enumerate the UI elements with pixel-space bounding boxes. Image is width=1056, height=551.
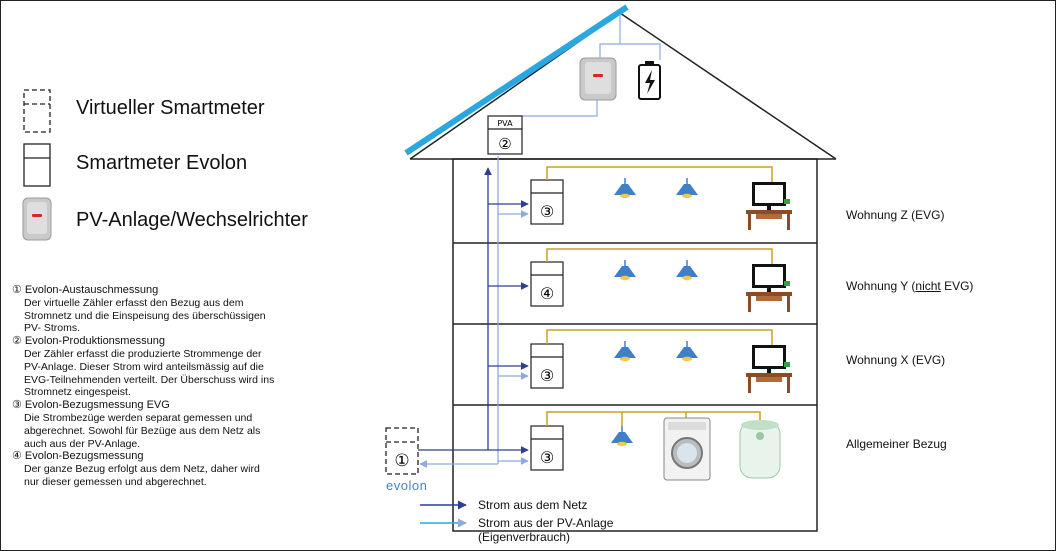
meter-number: ③ (540, 448, 554, 467)
lamp-icon (675, 259, 699, 281)
note-line: Der virtuelle Zähler erfasst den Bezug a… (24, 296, 244, 309)
tv-icon (746, 264, 792, 312)
floor-z-feed (488, 200, 529, 218)
note-line: auch aus der PV-Anlage. (24, 437, 141, 450)
inverter-icon (579, 57, 617, 101)
virtual-meter: ① (385, 427, 419, 475)
note-heading: ③ Evolon-Bezugsmessung EVG (12, 399, 170, 412)
water-heater-icon (739, 420, 781, 479)
note-heading: ① Evolon-Austauschmessung (12, 284, 159, 296)
tv-icon (746, 182, 792, 230)
note-line: abgerechnet. Sowohl für Bezüge aus dem N… (24, 424, 261, 437)
note-1: ① Evolon-Austauschmessung Der virtuelle … (12, 284, 352, 335)
label-wohnung-z: Wohnung Z (EVG) (846, 208, 945, 222)
pva-meter: PVA ② (487, 115, 523, 155)
meter-floor-general: ③ (530, 425, 564, 471)
note-line: PV- Stroms. (24, 322, 81, 335)
label-wohnung-x: Wohnung X (EVG) (846, 353, 946, 367)
pva-number: ② (498, 135, 511, 153)
legend-smartmeter: Smartmeter Evolon (76, 152, 248, 174)
note-2: ② Evolon-Produktionsmessung Der Zähler e… (12, 335, 352, 399)
floor-x-feed (488, 362, 529, 380)
note-line: Der ganze Bezug erfolgt aus dem Netz, da… (24, 463, 260, 476)
meter-number: ③ (540, 366, 554, 385)
note-line: Die Strombezüge werden separat gemessen … (24, 411, 253, 424)
lamp-icon (610, 425, 634, 447)
smartmeter-icon (23, 143, 51, 187)
note-heading: ② Evolon-Produktionsmessung (12, 335, 165, 348)
note-line: PV-Anlage. Dieser Strom wird anteilsmäss… (24, 360, 264, 373)
meter-floor-z: ③ (530, 179, 564, 225)
meter-floor-y: ④ (530, 261, 564, 307)
battery-icon (638, 61, 661, 100)
evolon-logo: evolon (386, 478, 428, 493)
label-grid-power: Strom aus dem Netz (478, 498, 588, 512)
note-4: ④ Evolon-Bezugsmessung Der ganze Bezug e… (12, 450, 352, 488)
lamp-icon (675, 340, 699, 362)
lamp-icon (675, 177, 699, 199)
label-general: Allgemeiner Bezug (846, 437, 947, 451)
note-line: Stromnetz eingespeist. (24, 386, 131, 399)
label-wohnung-y: Wohnung Y (nicht EVG) (846, 279, 974, 293)
measurement-notes: ① Evolon-Austauschmessung Der virtuelle … (12, 284, 352, 489)
floor-general-feed (488, 446, 529, 465)
legend-pv: PV-Anlage/Wechselrichter (76, 209, 308, 231)
washing-machine-icon (663, 417, 711, 481)
note-line: EVG-Teilnehmenden verteilt. Der Überschu… (24, 373, 275, 386)
label-pv-power: Strom aus der PV-Anlage (Eigenverbrauch) (478, 516, 614, 544)
meter-floor-x: ③ (530, 343, 564, 389)
note-heading: ④ Evolon-Bezugsmessung (12, 450, 144, 463)
note-line: Stromnetz und die Einspeisung des übersc… (24, 309, 266, 322)
lamp-icon (613, 340, 637, 362)
note-line: Der Zähler erfasst die produzierte Strom… (24, 347, 262, 360)
pva-label: PVA (497, 119, 513, 128)
meter-number: ④ (540, 284, 554, 303)
note-3: ③ Evolon-Bezugsmessung EVG Die Strombezü… (12, 399, 352, 450)
solar-panel (404, 4, 629, 156)
roof (404, 4, 837, 160)
note-line: nur dieser gemessen und abgerechnet. (24, 475, 207, 488)
legend-icons (22, 89, 52, 241)
inverter-icon (22, 197, 52, 241)
tv-icon (746, 345, 792, 393)
building (452, 158, 818, 532)
lamp-icon (613, 259, 637, 281)
meter-number: ③ (540, 202, 554, 221)
virtual-meter-icon (23, 89, 51, 133)
virtual-meter-number: ① (394, 451, 409, 471)
legend-virtual-meter: Virtueller Smartmeter (76, 97, 265, 119)
lamp-icon (613, 177, 637, 199)
